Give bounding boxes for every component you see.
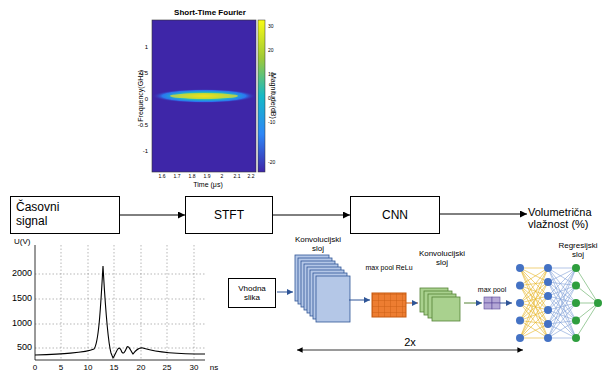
- flow-arrow: [120, 215, 185, 216]
- text-label: 2.1: [234, 174, 241, 180]
- text-label: -0.5: [138, 122, 148, 129]
- text-label: 500: [17, 343, 32, 353]
- text-label: 0: [145, 96, 148, 103]
- text-label: 30: [190, 364, 199, 373]
- text-label: 0: [268, 96, 271, 102]
- text-label: Regresijski sloj: [555, 242, 601, 260]
- text-label: 1.8: [189, 174, 196, 180]
- text-label: U(V): [14, 238, 30, 247]
- text-label: 0.5: [140, 70, 148, 77]
- text-label: max pool ReLu: [364, 264, 414, 272]
- text-label: 5: [59, 364, 63, 373]
- text-label: Konvolucijski sloj: [288, 236, 348, 254]
- text-label: 2: [221, 174, 224, 180]
- flow-arrow: [273, 215, 350, 216]
- text-label: 1.6: [159, 174, 166, 180]
- text-label: ns: [210, 364, 218, 373]
- text-label: Konvolucijski sloj: [412, 250, 472, 268]
- text-label: -20: [268, 160, 275, 166]
- text-label: 10: [84, 364, 93, 373]
- process-box: Vhodna slika: [228, 278, 276, 308]
- text-label: Time (μs): [193, 181, 222, 189]
- text-label: -10: [268, 120, 275, 126]
- text-label: max pool: [478, 286, 506, 294]
- text-label: 1500: [12, 294, 32, 304]
- text-label: 25: [163, 364, 172, 373]
- text-label: Volumetrična vlažnost (%): [528, 206, 604, 230]
- text-label: 1.7: [174, 174, 181, 180]
- text-label: 20: [137, 364, 146, 373]
- text-label: Frequency(GHz): [137, 70, 145, 122]
- text-label: Short-Time Fourier: [174, 9, 246, 18]
- box-label: STFT: [191, 208, 267, 222]
- box-label: CNN: [356, 208, 434, 222]
- text-label: 20: [268, 48, 274, 54]
- box-label: Vhodna slika: [234, 284, 270, 302]
- text-label: 1.9: [204, 174, 211, 180]
- process-box: STFT: [185, 196, 273, 234]
- text-label: 2.2: [248, 174, 255, 180]
- box-label: Časovni signal: [16, 200, 78, 228]
- process-box: Časovni signal: [10, 196, 120, 234]
- text-label: 15: [110, 364, 119, 373]
- process-box: CNN: [350, 196, 440, 234]
- text-label: 10: [268, 72, 274, 78]
- text-label: -1: [143, 148, 148, 155]
- text-label: 1000: [12, 319, 32, 329]
- text-label: 2x: [404, 336, 416, 348]
- text-label: 0: [33, 364, 37, 373]
- text-label: 30: [268, 24, 274, 30]
- text-label: 1: [145, 44, 148, 51]
- text-label: 2000: [12, 269, 32, 279]
